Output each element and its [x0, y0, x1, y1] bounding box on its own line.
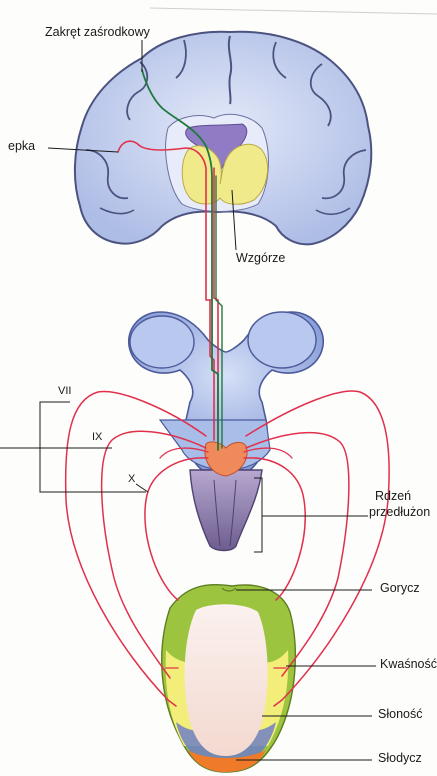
page-rule	[150, 8, 437, 14]
brainstem	[129, 312, 324, 551]
label-nerve-x: X	[128, 474, 135, 485]
label-gorycz: Gorycz	[380, 582, 420, 595]
label-slodycz: Słodycz	[378, 752, 422, 765]
medulla-tail	[190, 470, 262, 551]
tongue-center	[185, 604, 268, 756]
label-rdzen-line2: przedłużon	[369, 506, 430, 519]
brain-section	[75, 32, 371, 245]
label-rdzen-line1: Rdzeń	[375, 490, 411, 503]
label-zakret: Zakręt zaśrodkowy	[45, 26, 150, 39]
label-slonosc: Słoność	[378, 708, 422, 721]
label-nerve-ix: IX	[92, 432, 102, 443]
label-epka: epka	[8, 140, 35, 153]
right-colliculus	[248, 312, 316, 368]
label-wzgorze: Wzgórze	[236, 252, 285, 265]
left-colliculus	[130, 316, 194, 368]
tongue	[162, 585, 296, 772]
label-nerve-vii: VII	[58, 386, 71, 397]
leader-x	[136, 484, 148, 492]
label-kwasnosc: Kwaśność	[380, 658, 437, 671]
